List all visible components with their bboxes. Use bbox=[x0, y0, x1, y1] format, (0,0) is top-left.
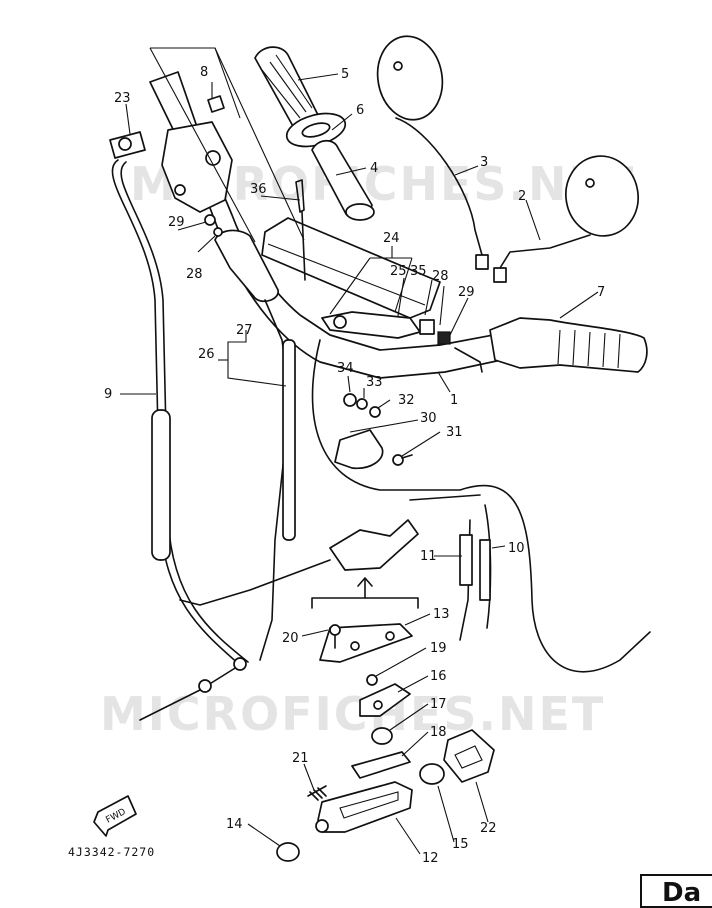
callout-1: 1 bbox=[450, 393, 458, 408]
screw-19 bbox=[366, 674, 378, 686]
cable-guide bbox=[295, 179, 306, 281]
callout-7: 7 bbox=[597, 285, 605, 300]
diagram-code: 4J3342-7270 bbox=[68, 845, 155, 859]
cables bbox=[111, 159, 651, 721]
cap-14 bbox=[276, 842, 300, 862]
callout-4: 4 bbox=[370, 161, 378, 176]
callout-33: 33 bbox=[366, 375, 383, 390]
plate-18 bbox=[351, 751, 411, 779]
callout-34: 34 bbox=[337, 361, 354, 376]
callout-27: 27 bbox=[236, 323, 253, 338]
callout-25: 25 bbox=[390, 264, 407, 279]
callout-9: 9 bbox=[104, 387, 112, 402]
callout-35: 35 bbox=[410, 264, 427, 279]
callout-15: 15 bbox=[452, 837, 469, 852]
callout-6: 6 bbox=[356, 103, 364, 118]
callout-24: 24 bbox=[383, 231, 400, 246]
left-switch-housing bbox=[161, 121, 233, 213]
callout-14: 14 bbox=[226, 817, 243, 832]
callout-8: 8 bbox=[200, 65, 208, 80]
callout-22: 22 bbox=[480, 821, 497, 836]
left-grip bbox=[214, 229, 279, 303]
mirror-right bbox=[493, 155, 639, 283]
leader-lines bbox=[120, 47, 599, 855]
callout-30: 30 bbox=[420, 411, 437, 426]
plate-16 bbox=[359, 683, 411, 717]
callout-31: 31 bbox=[446, 425, 463, 440]
callout-5: 5 bbox=[341, 67, 349, 82]
callout-13: 13 bbox=[433, 607, 450, 622]
callout-29b: 29 bbox=[458, 285, 475, 300]
pulley-17 bbox=[371, 727, 393, 745]
callout-18: 18 bbox=[430, 725, 447, 740]
cover-22 bbox=[443, 729, 495, 783]
cable-adjuster-23 bbox=[109, 131, 146, 159]
spring-21 bbox=[307, 785, 327, 801]
watermark-bottom: MICROFICHES.NET bbox=[100, 687, 605, 741]
washers-28-29 bbox=[204, 214, 223, 237]
callout-12: 12 bbox=[422, 851, 439, 866]
callout-28b: 28 bbox=[432, 269, 449, 284]
seal-15 bbox=[419, 763, 445, 785]
callout-29a: 29 bbox=[168, 215, 185, 230]
callout-11: 11 bbox=[420, 549, 437, 564]
callout-36: 36 bbox=[250, 182, 267, 197]
callout-17: 17 bbox=[430, 697, 447, 712]
callout-23: 23 bbox=[114, 91, 131, 106]
callout-32: 32 bbox=[398, 393, 415, 408]
junction-housing-12 bbox=[315, 781, 413, 833]
corner-tab: Da bbox=[640, 874, 712, 908]
callout-20: 20 bbox=[282, 631, 299, 646]
callout-16: 16 bbox=[430, 669, 447, 684]
callout-26: 26 bbox=[198, 347, 215, 362]
callout-labels: 8 23 5 6 4 3 2 7 36 29 28 24 25 35 28 29… bbox=[104, 65, 605, 866]
callout-2: 2 bbox=[518, 189, 526, 204]
throttle-tube bbox=[311, 139, 375, 221]
lever-assembly bbox=[321, 311, 483, 373]
callout-10: 10 bbox=[508, 541, 525, 556]
throttle-grip bbox=[254, 46, 347, 148]
joint-cover-13 bbox=[319, 623, 413, 663]
mirror-left bbox=[376, 35, 489, 270]
callout-19: 19 bbox=[430, 641, 447, 656]
callout-28a: 28 bbox=[186, 267, 203, 282]
right-grip bbox=[489, 317, 648, 373]
joint-bracket bbox=[311, 577, 419, 609]
callout-3: 3 bbox=[480, 155, 488, 170]
holder-clamp bbox=[334, 393, 413, 470]
bolt-8 bbox=[207, 95, 225, 113]
screw-20 bbox=[329, 624, 341, 649]
fwd-arrow-icon: FWD bbox=[93, 795, 137, 837]
callout-21: 21 bbox=[292, 751, 309, 766]
